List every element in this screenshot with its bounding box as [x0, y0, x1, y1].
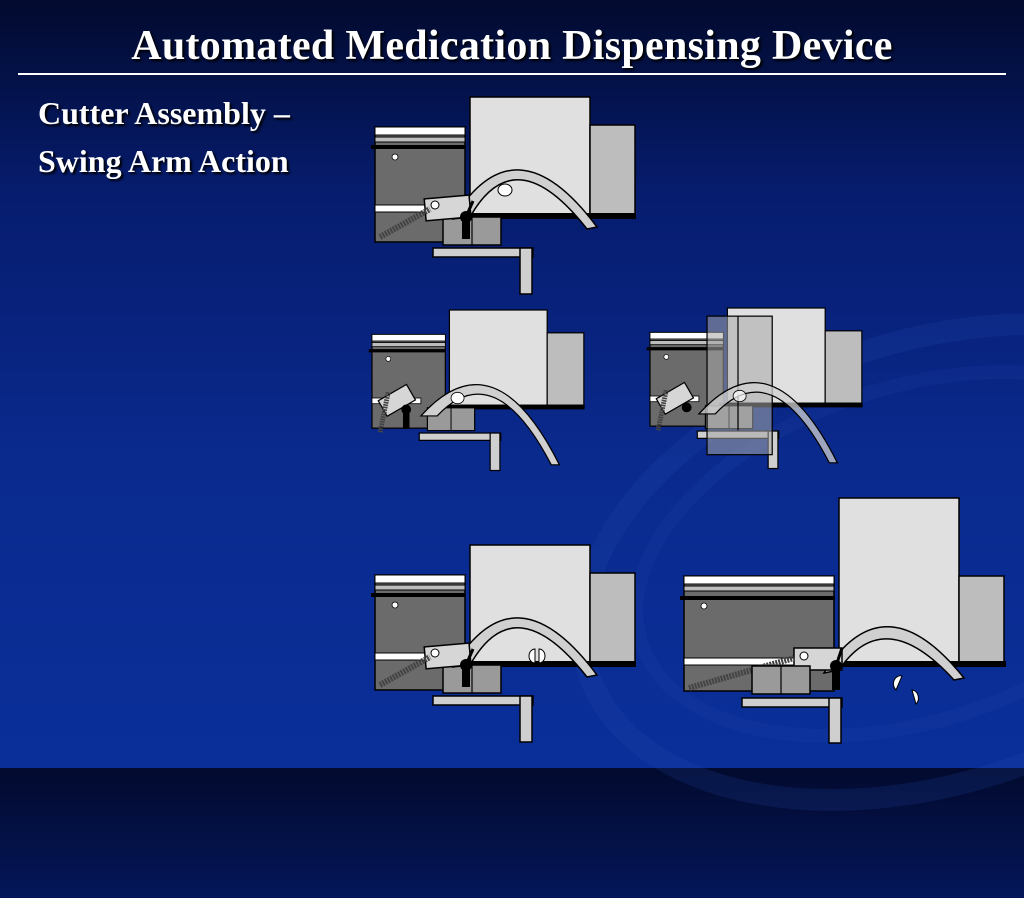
pivot-screw-icon: [799, 651, 809, 661]
pill-half-icon: [892, 675, 903, 691]
spring-icon: [377, 391, 391, 433]
pill-half-icon: [911, 689, 919, 705]
pill-icon: [450, 391, 465, 405]
pill-half-icon: [528, 648, 536, 664]
panel-5: [680, 497, 1006, 744]
arm-pivot-plate: [655, 381, 695, 416]
pill-half-icon: [538, 648, 546, 664]
swing-arm: [451, 169, 599, 230]
panel-3: [646, 307, 864, 470]
swing-arm: [419, 384, 561, 466]
spring-icon: [655, 389, 669, 431]
swing-arm: [697, 382, 839, 464]
swing-arm: [822, 626, 966, 681]
panel-4: [370, 544, 637, 743]
panel-1: [370, 96, 637, 295]
slide-title: Automated Medication Dispensing Device: [131, 23, 893, 69]
arm-pivot-plate: [377, 383, 417, 418]
l-bracket: [741, 697, 843, 708]
spring-icon: [378, 206, 432, 240]
pivot-screw-icon: [430, 648, 440, 658]
subtitle-line-2: Swing Arm Action: [38, 143, 289, 179]
spring-icon: [378, 654, 432, 688]
pill-icon: [497, 183, 513, 197]
pivot-screw-icon: [430, 200, 440, 210]
pill-icon: [732, 389, 747, 403]
subtitle-line-1: Cutter Assembly –: [38, 95, 290, 131]
swing-arm: [451, 617, 599, 678]
pivot-pin-icon: [681, 402, 692, 413]
panel-2: [368, 309, 586, 472]
title-divider: [18, 73, 1006, 75]
spring-icon: [688, 655, 795, 691]
side-block: [958, 575, 1005, 665]
